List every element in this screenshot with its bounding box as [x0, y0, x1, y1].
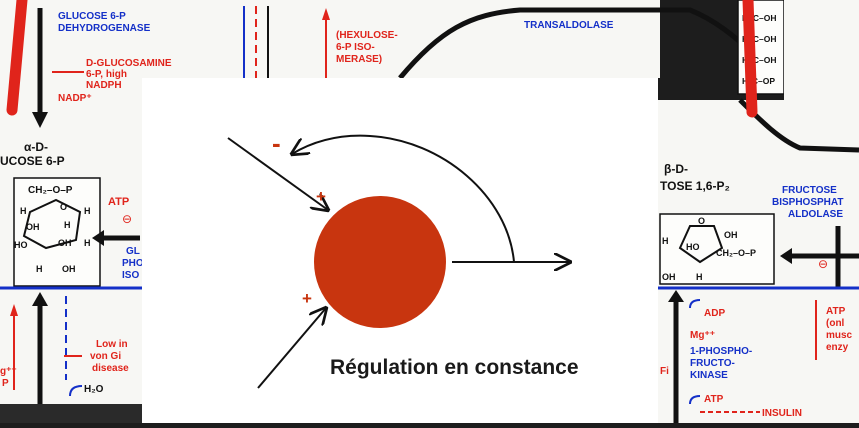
input-sign-bottom: +	[302, 289, 312, 308]
feedback-sign: -	[272, 128, 281, 158]
ring-atom: H	[20, 206, 27, 216]
aldolase-line: ALDOLASE	[788, 209, 843, 220]
ring-atom: H	[84, 238, 91, 248]
chain-line: H–C–OH	[742, 34, 776, 44]
water-label: H₂O	[84, 384, 104, 395]
side-enzyme-line: GL	[126, 246, 140, 257]
aldolase-line: FRUCTOSE	[782, 185, 837, 196]
input-sign-top: +	[316, 187, 326, 206]
input-arrow-bottom	[257, 308, 326, 389]
side-cofactor: g⁺⁺	[0, 366, 17, 377]
side-enzyme-line: PHO	[122, 258, 144, 269]
ring-atom: OH	[26, 222, 40, 232]
kinase-line: 1-PHOSPHO-	[690, 346, 752, 357]
inhibitor-label-line: D-GLUCOSAMINE	[86, 58, 172, 69]
atp-label: ATP	[108, 196, 129, 208]
ring-substituent-label: CH₂–O–P	[28, 185, 73, 196]
ring-atom: OH	[724, 230, 738, 240]
metabolite-label-line: α-D-	[24, 140, 48, 154]
ring-atom: O	[698, 216, 705, 226]
isomerase-line: 6-P ISO-	[336, 42, 375, 53]
ring-atom: OH	[62, 264, 76, 274]
input-arrow-top	[227, 137, 328, 210]
side-note-line: (onl	[826, 318, 845, 329]
ring-atom: OH	[662, 272, 676, 282]
chain-line: H–C–OH	[742, 13, 776, 23]
ring-atom: H	[36, 264, 43, 274]
ring-atom: H	[84, 206, 91, 216]
regulation-diagram: - + +	[227, 128, 658, 389]
side-enzyme-line: ISO	[122, 270, 139, 281]
inhibitor-label-line: NADPH	[86, 80, 122, 91]
atp-label: ATP	[704, 394, 724, 405]
chain-line: H–C–OH	[742, 55, 776, 65]
enzyme-label-line: DEHYDROGENASE	[58, 23, 151, 34]
note-line: Low in	[96, 339, 128, 350]
ring-substituent-label: CH₂–O–P	[716, 248, 756, 258]
ring-atom: H	[696, 272, 703, 282]
insulin-label: INSULIN	[762, 408, 802, 419]
enzyme-label-line: GLUCOSE 6-P	[58, 11, 126, 22]
ring-atom: H	[662, 236, 669, 246]
ring-atom: HO	[14, 240, 28, 250]
isomerase-line: (HEXULOSE-	[336, 30, 398, 41]
metabolite-label-line: β-D-	[664, 162, 688, 176]
ring-atom: HO	[686, 242, 700, 252]
red-pen-stroke-right	[742, 0, 758, 118]
transaldolase-label: TRANSALDOLASE	[524, 20, 614, 31]
adp-label: ADP	[704, 308, 725, 319]
metabolite-label-line: TOSE 1,6-P₂	[660, 179, 730, 193]
side-cofactor: P	[2, 378, 9, 389]
fi-label: Fi	[660, 366, 669, 377]
mg-label: Mg⁺⁺	[690, 330, 715, 341]
note-line: von Gi	[90, 351, 121, 362]
aldolase-line: BISPHOSPHAT	[772, 197, 844, 208]
glucose-ring-box	[13, 177, 101, 287]
diagram-caption: Régulation en constance	[330, 356, 579, 379]
cofactor-label: NADP⁺	[58, 93, 92, 104]
isomerase-line: MERASE)	[336, 54, 382, 65]
metabolite-label-line: UCOSE 6-P	[0, 154, 65, 168]
right-background-panel: β-D- TOSE 1,6-P₂ FRUCTOSE BISPHOSPHAT AL…	[658, 0, 859, 423]
kinase-line: FRUCTO-	[690, 358, 735, 369]
feedback-arc-arrow	[292, 134, 515, 263]
side-note-line: enzy	[826, 342, 849, 353]
regulation-diagram-card: - + +	[142, 78, 658, 423]
ring-atom: O	[60, 202, 67, 212]
side-note-line: ATP	[826, 306, 846, 317]
note-line: disease	[92, 363, 129, 374]
ring-atom: OH	[58, 238, 72, 248]
inhibitor-label-line: 6-P, high	[86, 69, 127, 80]
kinase-line: KINASE	[690, 370, 728, 381]
central-node	[314, 196, 446, 328]
side-note-line: musc	[826, 330, 853, 341]
chain-line: H₂C–OP	[742, 76, 775, 86]
inhibition-sign-icon: ⊖	[818, 257, 828, 271]
inhibition-sign-icon: ⊖	[122, 212, 132, 226]
ring-atom: H	[64, 220, 71, 230]
red-pen-stroke-left	[6, 0, 28, 116]
